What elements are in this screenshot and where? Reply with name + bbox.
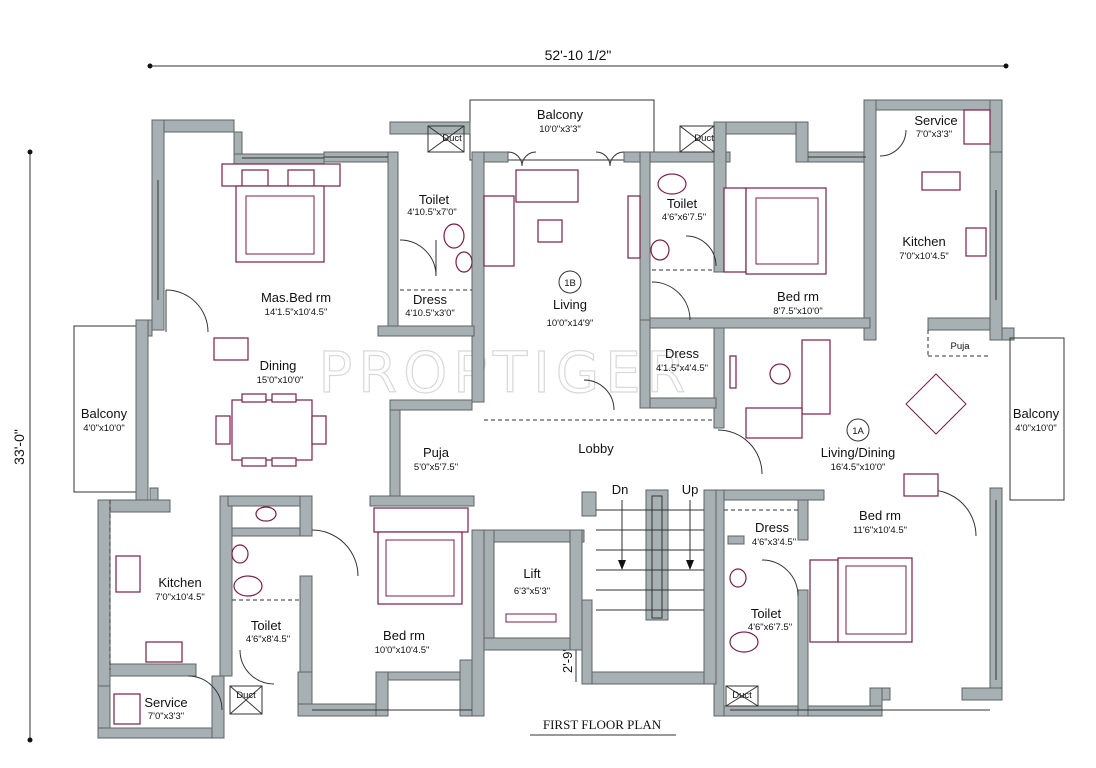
service-bottom-size: 7'0"x3'3" (148, 711, 184, 722)
service-top-name: Service (914, 113, 957, 128)
toilet-4-size: 4'6"x6'7.5" (748, 622, 792, 633)
windows (157, 156, 997, 711)
lobby-name: Lobby (578, 441, 614, 456)
lift-size: 6'3"x5'3" (514, 586, 550, 597)
furniture (113, 109, 991, 725)
living-1b-name: Living (553, 297, 587, 312)
dashed-partitions (109, 269, 990, 670)
dress-2-size: 4'1.5"x4'4.5" (656, 363, 708, 374)
balcony-top-name: Balcony (537, 107, 584, 122)
duct-label-4: Duct (732, 690, 752, 701)
kitchen-left-name: Kitchen (158, 575, 201, 590)
stair-gap-label: 2'-9" (560, 647, 575, 673)
toilet-2-name: Toilet (667, 196, 698, 211)
toilet-1-name: Toilet (419, 192, 450, 207)
puja-right-name: Puja (950, 341, 970, 352)
room-labels: Balcony 10'0"x3'3" Service 7'0"x3'3" Duc… (81, 107, 1060, 722)
puja-left-name: Puja (423, 445, 450, 460)
stairs-up-label: Up (682, 482, 699, 497)
walls (73, 99, 1065, 739)
living-1b-size: 10'0"x14'9" (547, 318, 594, 329)
balcony-right-name: Balcony (1013, 406, 1060, 421)
overall-width-label: 52'-10 1/2" (545, 47, 612, 63)
ducts (229, 125, 759, 715)
overall-height-label: 33'-0" (11, 429, 27, 465)
staircase (596, 500, 704, 611)
balcony-top-size: 10'0"x3'3" (539, 124, 581, 135)
lift-name: Lift (523, 566, 541, 581)
duct-label-2: Duct (694, 133, 714, 144)
bed-bottom-right-name: Bed rm (859, 508, 901, 523)
unit-tag-1b: 1B (564, 278, 576, 289)
dress-2-name: Dress (665, 346, 699, 361)
kitchen-right-name: Kitchen (902, 234, 945, 249)
dress-1-name: Dress (413, 292, 447, 307)
plan-title: FIRST FLOOR PLAN (543, 717, 662, 732)
mas-bed-name: Mas.Bed rm (261, 290, 331, 305)
puja-left-size: 5'0"x5'7.5" (414, 462, 458, 473)
mas-bed-size: 14'1.5"x10'4.5" (265, 307, 328, 318)
unit-tag-1a: 1A (852, 426, 864, 437)
service-bottom-name: Service (144, 695, 187, 710)
watermark: PROPTIGER (319, 341, 692, 406)
balcony-right-size: 4'0"x10'0" (1015, 423, 1057, 434)
bed-bottom-mid-name: Bed rm (383, 628, 425, 643)
duct-label-1: Duct (442, 133, 462, 144)
toilet-3-name: Toilet (251, 618, 282, 633)
unit-tag-1b-circle (558, 270, 582, 294)
living-dining-1a-name: Living/Dining (821, 445, 895, 460)
duct-label-3: Duct (236, 690, 256, 701)
dress-3-size: 4'6"x3'4.5" (752, 537, 796, 548)
dining-size: 15'0"x10'0" (257, 375, 304, 386)
bed-bottom-mid-size: 10'0"x10'4.5" (375, 645, 430, 656)
toilet-3-size: 4'6"x8'4.5" (246, 634, 290, 645)
bed-top-right-name: Bed rm (777, 289, 819, 304)
unit-tag-1a-circle (846, 418, 870, 442)
bed-bottom-right-size: 11'6"x10'4.5" (853, 525, 907, 536)
toilet-4-name: Toilet (751, 606, 782, 621)
living-dining-1a-size: 16'4.5"x10'0" (831, 462, 886, 473)
service-top-size: 7'0"x3'3" (916, 129, 952, 140)
stairs-down-label: Dn (612, 482, 629, 497)
toilet-1-size: 4'10.5"x7'0" (407, 207, 456, 218)
kitchen-left-size: 7'0"x10'4.5" (155, 592, 204, 603)
bed-top-right-size: 8'7.5"x10'0" (773, 306, 822, 317)
balcony-left-size: 4'0"x10'0" (83, 423, 125, 434)
balcony-left-name: Balcony (81, 406, 128, 421)
dress-3-name: Dress (755, 520, 789, 535)
toilet-2-size: 4'6"x6'7.5" (662, 212, 706, 223)
dining-name: Dining (260, 358, 297, 373)
kitchen-right-size: 7'0"x10'4.5" (899, 251, 948, 262)
dress-1-size: 4'10.5"x3'0" (405, 308, 454, 319)
